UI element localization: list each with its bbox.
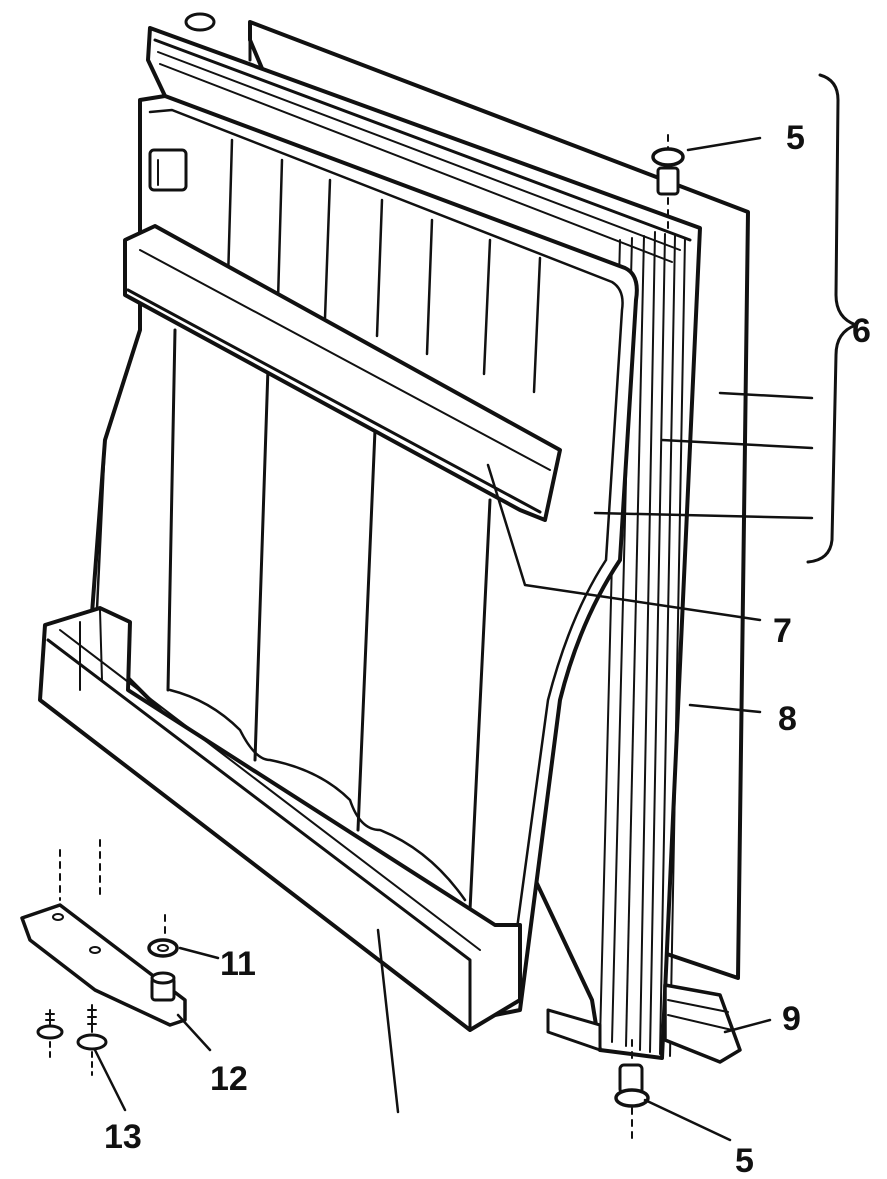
callout-5-bottom: 5 [735, 1142, 754, 1179]
upper-door-shelf [123, 224, 562, 522]
callout-12: 12 [210, 1060, 248, 1098]
callout-13: 13 [104, 1118, 142, 1156]
callout-6: 6 [852, 312, 871, 350]
callout-8: 8 [778, 700, 797, 738]
group-bracket-6 [806, 73, 858, 564]
callout-9: 9 [782, 1000, 801, 1038]
hinge-bracket [20, 839, 187, 1027]
lower-door-bin [38, 606, 522, 1032]
callout-7: 7 [773, 612, 792, 650]
door-bottom-trim [546, 983, 742, 1064]
hinge-washer [147, 914, 179, 958]
callout-5-top: 5 [786, 119, 805, 157]
mounting-screws [36, 1004, 108, 1076]
top-hinge-pin [651, 134, 685, 229]
callout-11: 11 [220, 945, 256, 983]
bottom-hinge-pin [614, 1039, 650, 1139]
leader-lines [93, 136, 814, 1142]
